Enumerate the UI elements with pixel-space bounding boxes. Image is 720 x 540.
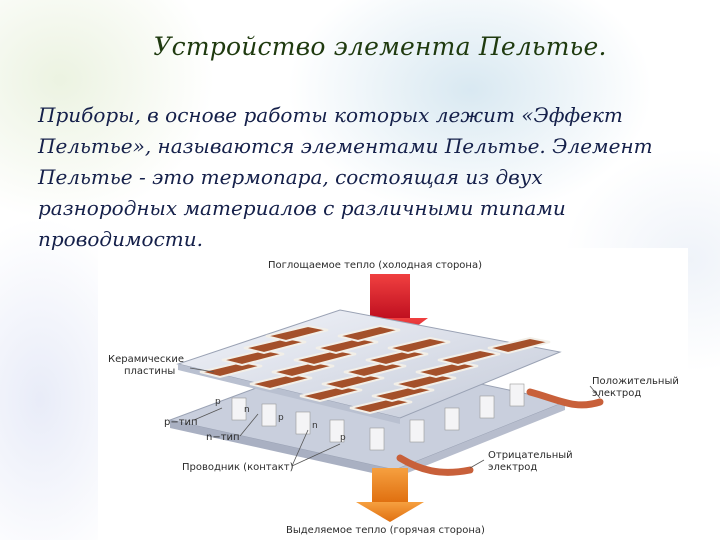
n-type-label: n−тип [206, 432, 240, 443]
slide-body-text: Приборы, в основе работы которых лежит «… [38, 103, 653, 251]
hot-side-arrow [356, 468, 424, 522]
p-type-marker: p [215, 397, 221, 407]
slide-title: Устройство элемента Пельтье. [153, 32, 607, 61]
ceramic-plates-label-2: пластины [124, 366, 175, 377]
negative-electrode-label-2: электрод [488, 462, 537, 473]
p-type-label: p−тип [164, 417, 198, 428]
released-heat-label: Выделяемое тепло (горячая сторона) [286, 525, 485, 536]
n-type-marker: n [312, 421, 318, 431]
conductor-grid [199, 324, 551, 415]
p-type-marker: p [340, 433, 346, 443]
conductor-label: Проводник (контакт) [182, 462, 294, 473]
n-type-marker: n [244, 405, 250, 415]
positive-electrode-label-2: электрод [592, 388, 641, 399]
negative-electrode [396, 454, 474, 476]
absorbed-heat-label: Поглощаемое тепло (холодная сторона) [268, 260, 482, 271]
pellet-array [231, 383, 525, 451]
p-type-marker: p [278, 413, 284, 423]
positive-electrode-label-1: Положительный [592, 376, 679, 387]
negative-electrode-label-1: Отрицательный [488, 450, 573, 461]
positive-electrode [526, 388, 604, 409]
ceramic-plates-label-1: Керамические [108, 354, 184, 365]
leader-lines [189, 367, 601, 469]
